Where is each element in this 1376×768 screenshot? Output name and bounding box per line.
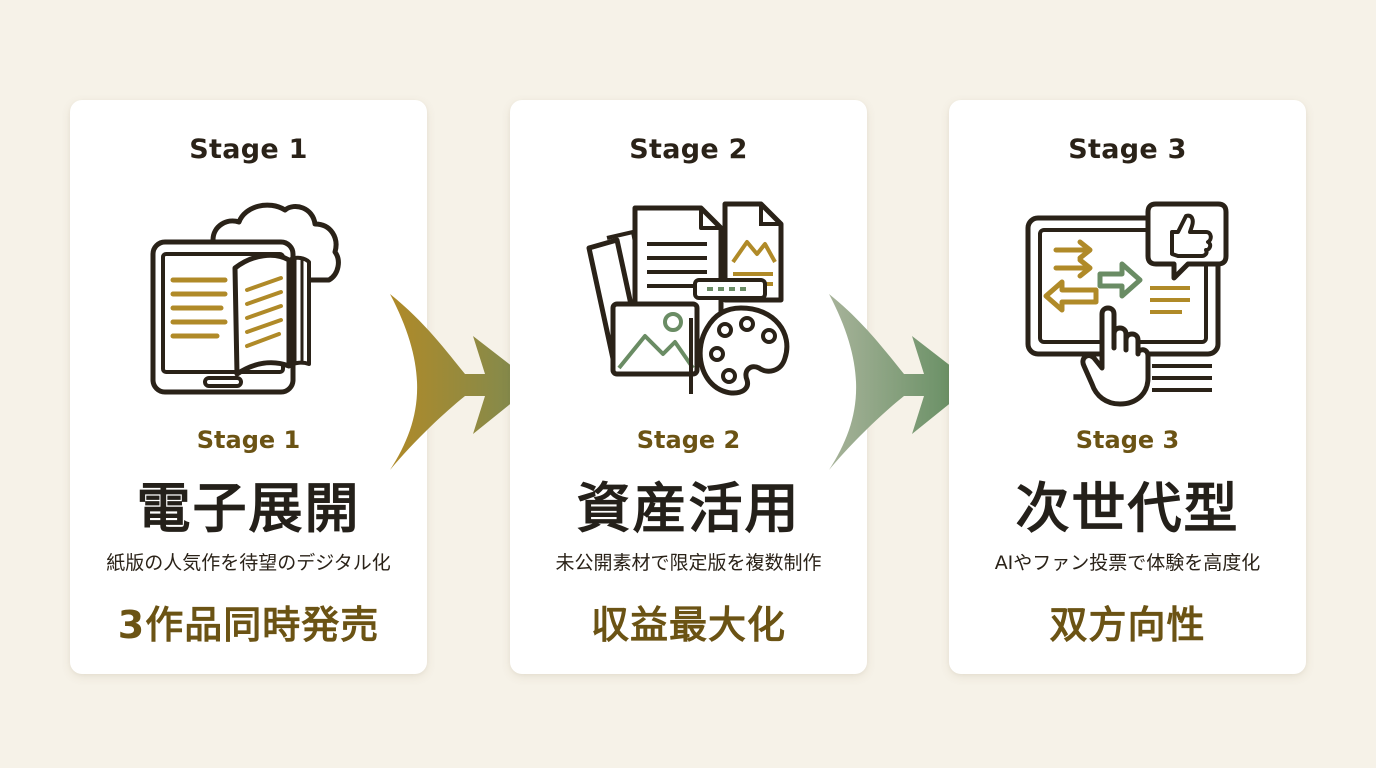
stage-description: 紙版の人気作を待望のデジタル化 (106, 552, 391, 574)
stage-result: 双方向性 (1049, 603, 1206, 647)
stage-description: 未公開素材で限定版を複数制作 (555, 552, 822, 574)
stage-result: 収益最大化 (590, 603, 786, 647)
stage-card-3: Stage 3 Stage 3 次世代型 AIやファン投票で体験を高度化 双方向… (949, 100, 1306, 674)
stage-header: Stage 1 (189, 134, 308, 165)
stage-header: Stage 2 (629, 134, 748, 165)
stage-title: 次世代型 (1015, 476, 1240, 540)
stage-card-2: Stage 2 Stage 2 資産活用 未公開素材で限定版を複数 (510, 100, 867, 674)
stage-subheading: Stage 3 (1075, 426, 1180, 454)
documents-palette-icon (586, 201, 790, 396)
stage-header: Stage 3 (1068, 134, 1187, 165)
stage-title: 電子展開 (136, 476, 361, 540)
stage-subheading: Stage 1 (196, 426, 301, 454)
stage-description: AIやファン投票で体験を高度化 (994, 552, 1261, 574)
tablet-book-cloud-icon (150, 202, 341, 395)
flow-arrow-icon (829, 294, 974, 470)
flow-arrow-icon (390, 294, 535, 470)
interactive-screen-like-icon (1025, 201, 1229, 407)
stage-title: 資産活用 (576, 476, 801, 540)
stage-result: 3作品同時発売 (117, 603, 380, 647)
stage-card-1: Stage 1 Stage 1 電子展開 紙版の人気作を待望のデジタル化 3作品… (70, 100, 427, 674)
stage-subheading: Stage 2 (636, 426, 741, 454)
